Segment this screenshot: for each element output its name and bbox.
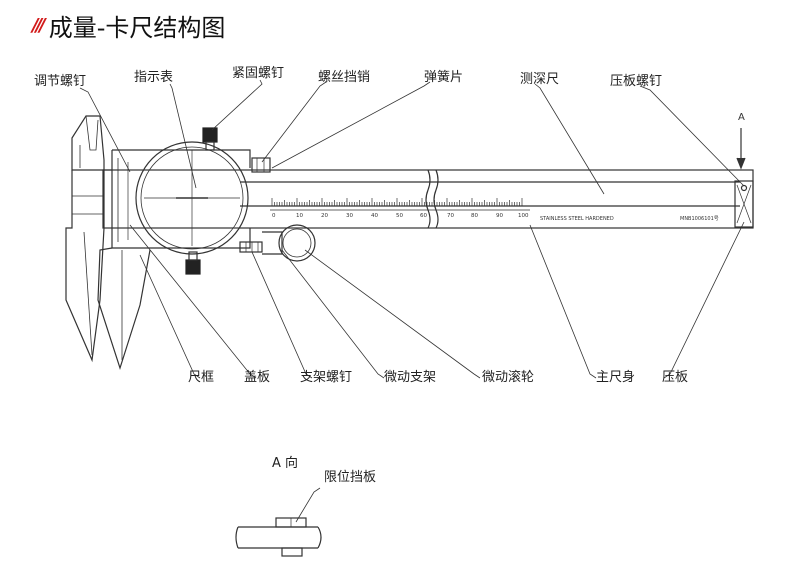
scale-num-70: 70 bbox=[447, 213, 454, 219]
label-plate-screw: 压板螺钉 bbox=[610, 74, 663, 89]
lock-screw-bottom bbox=[185, 251, 201, 275]
label-main-beam: 主尺身 bbox=[596, 370, 636, 385]
label-lock-screw: 紧固螺钉 bbox=[232, 66, 285, 81]
view-a-detail bbox=[235, 517, 322, 557]
label-cover: 盖板 bbox=[244, 370, 271, 385]
frame-body bbox=[97, 149, 251, 370]
scale-num-30: 30 bbox=[346, 213, 353, 219]
scale-num-50: 50 bbox=[396, 213, 403, 219]
label-fine-roller: 微动滚轮 bbox=[482, 370, 535, 385]
bracket-screw bbox=[239, 241, 263, 253]
scale-num-20: 20 bbox=[321, 213, 328, 219]
label-view-a: A 向 bbox=[272, 456, 299, 471]
label-spring-sheet: 弹簧片 bbox=[424, 70, 464, 85]
label-bracket-screw: 支架螺钉 bbox=[300, 370, 353, 385]
scale-num-40: 40 bbox=[371, 213, 378, 219]
fine-roller bbox=[262, 224, 316, 262]
label-fine-bracket: 微动支架 bbox=[384, 370, 437, 385]
beam-model-text: MNB1006101号 bbox=[680, 216, 719, 222]
label-stop-pin: 限位挡板 bbox=[324, 470, 377, 485]
scale-num-100: 100 bbox=[518, 213, 529, 219]
leader-lines bbox=[79, 79, 745, 523]
dial-gauge bbox=[135, 141, 249, 255]
section-arrow-a bbox=[736, 128, 746, 170]
label-depth-rod: 测深尺 bbox=[520, 72, 560, 87]
scale-num-90: 90 bbox=[496, 213, 503, 219]
lock-screw-top bbox=[202, 127, 218, 151]
label-adjust-screw: 调节螺钉 bbox=[34, 74, 87, 89]
scale-num-80: 80 bbox=[471, 213, 478, 219]
scale-numbers: 0 10 20 30 40 50 60 70 80 90 100 bbox=[272, 213, 529, 219]
scale-num-10: 10 bbox=[296, 213, 303, 219]
scale-num-60: 60 bbox=[420, 213, 427, 219]
label-dial: 指示表 bbox=[134, 70, 174, 85]
section-arrow-label: A bbox=[738, 112, 745, 123]
main-beam-body bbox=[102, 169, 754, 229]
label-press-plate: 压板 bbox=[662, 370, 689, 385]
scale-num-0: 0 bbox=[272, 213, 276, 219]
press-plate-end bbox=[734, 180, 754, 228]
label-thread-pin: 螺丝挡销 bbox=[318, 70, 371, 85]
beam-steel-text: STAINLESS STEEL HARDENED bbox=[540, 216, 614, 222]
title-mark-icon: /// bbox=[32, 14, 46, 36]
thread-pin bbox=[251, 157, 271, 173]
title-text: 成量-卡尺结构图 bbox=[48, 13, 226, 42]
page-title: /// 成量-卡尺结构图 bbox=[32, 8, 225, 42]
outside-jaw bbox=[65, 115, 105, 363]
label-frame: 尺框 bbox=[188, 370, 215, 385]
scale-ticks bbox=[271, 198, 523, 206]
